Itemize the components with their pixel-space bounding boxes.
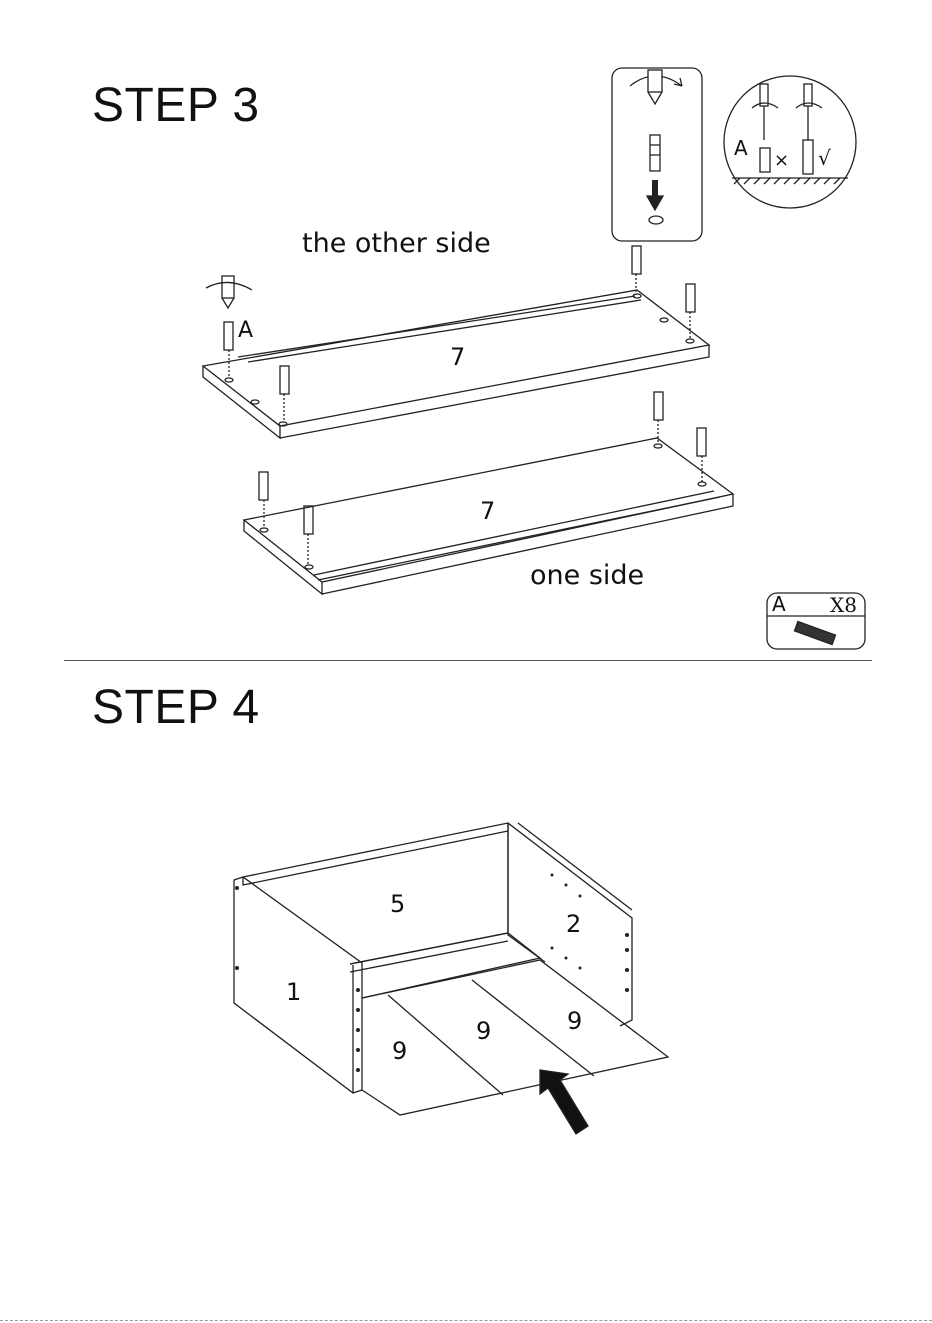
part-9-number-right: 9 [567, 1007, 582, 1035]
back-panel-5 [243, 823, 508, 964]
part-9-number-left: 9 [392, 1037, 407, 1065]
part-2-number: 2 [566, 910, 581, 938]
page-bottom-rule [0, 1320, 932, 1321]
part-5-number: 5 [390, 890, 405, 918]
part-9-number-middle: 9 [476, 1017, 491, 1045]
bottom-panels-9 [362, 960, 668, 1115]
part-1-number: 1 [286, 978, 301, 1006]
